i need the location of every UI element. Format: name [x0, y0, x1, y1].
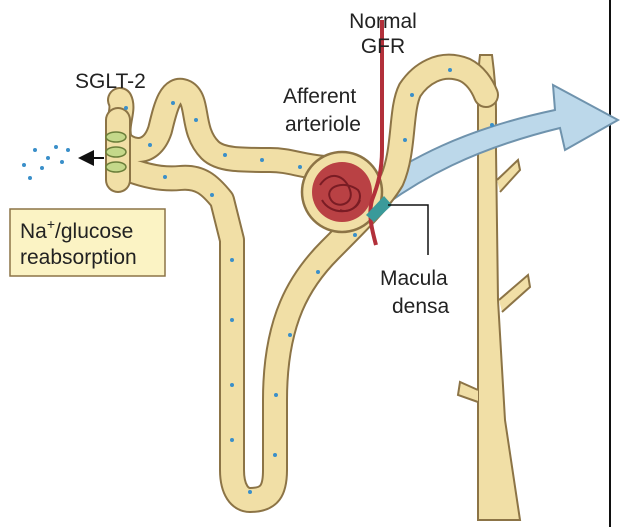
afferent-arteriole-label-line2: arteriole [285, 113, 361, 136]
sglt2-transporters [106, 132, 126, 172]
macula-densa-label-line2: densa [392, 295, 450, 318]
reabsorption-label: reabsorption [20, 246, 137, 269]
na-glucose-label: Na+/glucose [20, 216, 133, 243]
scattered-dots-icon [22, 145, 70, 180]
normal-gfr-label-line2: GFR [361, 35, 405, 58]
macula-densa-pointer [388, 205, 428, 255]
afferent-arteriole-label-line1: Afferent [283, 85, 356, 108]
sglt2-label: SGLT-2 [75, 70, 146, 93]
normal-gfr-label-line1: Normal [349, 10, 417, 33]
macula-densa-label-line1: Macula [380, 267, 448, 290]
